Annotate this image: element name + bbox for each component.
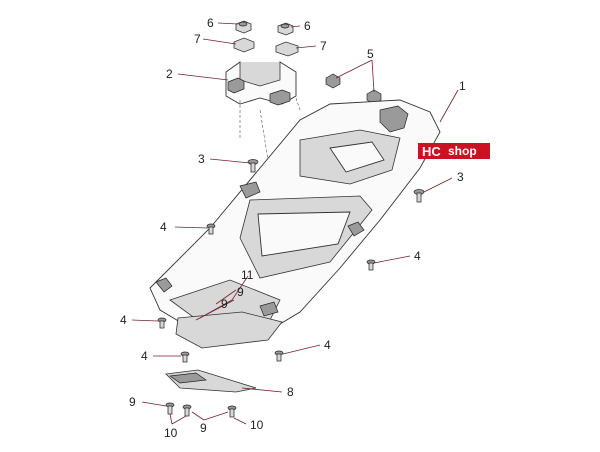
screw-4-d — [180, 351, 190, 363]
callout-6-left: 6 — [207, 16, 214, 30]
undertray-1 — [149, 99, 441, 349]
screw-4-b — [366, 259, 376, 271]
callout-10-right: 10 — [250, 418, 264, 432]
callout-3-left: 3 — [198, 152, 205, 166]
nut-6-left — [235, 20, 252, 34]
callout-4-c: 4 — [120, 313, 127, 327]
callout-7-left: 7 — [194, 32, 201, 46]
nut-6-right — [277, 22, 294, 36]
screw-10-left — [165, 402, 175, 415]
callout-4-b: 4 — [414, 249, 421, 263]
callout-4-a: 4 — [160, 220, 167, 234]
callout-6-right: 6 — [304, 19, 311, 33]
callout-9-b: 9 — [221, 297, 228, 311]
plate-8 — [165, 369, 257, 393]
callout-7-right: 7 — [320, 39, 327, 53]
callout-4-e: 4 — [324, 338, 331, 352]
bracket-2 — [225, 61, 297, 106]
screw-4-e — [274, 350, 284, 362]
callout-5: 5 — [367, 47, 374, 61]
screw-4-c — [157, 317, 167, 329]
screw-4-a — [206, 223, 216, 235]
callout-8: 8 — [287, 385, 294, 399]
screw-3-right — [413, 189, 425, 203]
callout-10-left: 10 — [164, 426, 178, 440]
callout-1: 1 — [459, 79, 466, 93]
callout-11: 11 — [241, 268, 254, 282]
screw-3-left — [247, 159, 259, 173]
callout-4-d: 4 — [141, 349, 148, 363]
callout-2: 2 — [166, 67, 173, 81]
clip-7-left — [233, 37, 255, 53]
clip-7-right — [275, 41, 299, 57]
callout-9-c: 9 — [129, 395, 136, 409]
logo-shop-text: shop — [448, 144, 477, 158]
screw-10-mid — [182, 404, 192, 417]
callout-9-d: 9 — [200, 421, 207, 435]
logo-hc-text: HC — [422, 144, 441, 159]
hc-shop-logo: HC shop — [418, 143, 490, 159]
callout-3-right: 3 — [457, 170, 464, 184]
screw-10-right — [227, 405, 237, 418]
callout-9-a: 9 — [237, 285, 244, 299]
nut-5-left — [325, 73, 341, 89]
